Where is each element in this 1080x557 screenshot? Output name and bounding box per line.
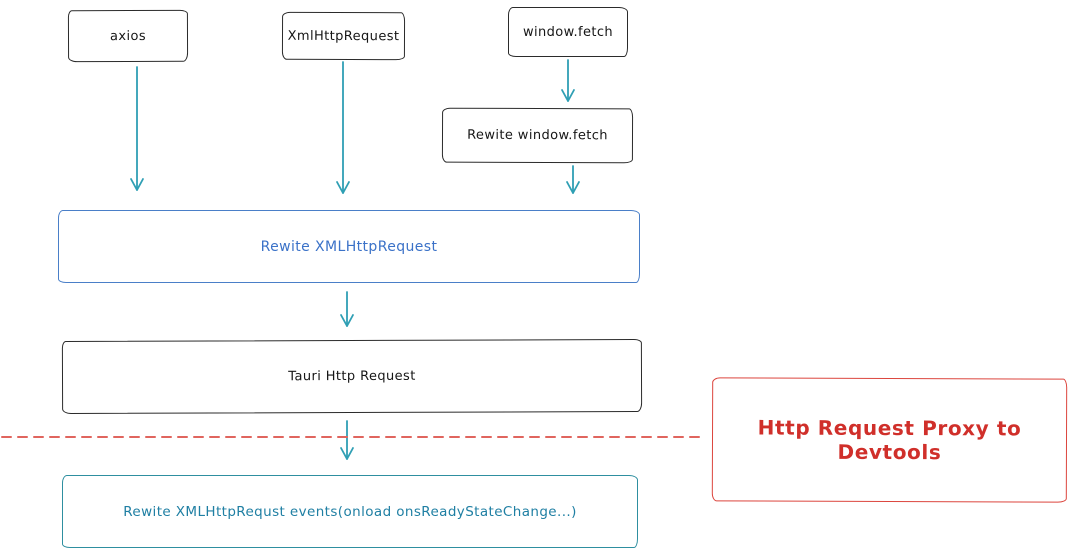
node-rewrite-window-fetch: Rewite window.fetch (441, 107, 634, 164)
node-axios: axios (67, 9, 189, 63)
node-rewrite-xmlhttprequest: Rewite XMLHttpRequest (58, 210, 640, 283)
node-tauri-http-request: Tauri Http Request (61, 338, 643, 415)
node-axios-label: axios (109, 28, 147, 44)
node-rewrite-xhr-events: Rewite XMLHttpRequst events(onload onsRe… (62, 475, 638, 548)
arrow-xmlhttprequest-to-rewrite-xhr (336, 61, 350, 194)
arrow-tauri-to-rewrite-xhr-events (340, 420, 354, 460)
arrow-windowfetch-to-rewrite-windowfetch (561, 59, 575, 102)
arrow-rewrite-xhr-to-tauri (340, 291, 354, 327)
node-http-request-proxy-to-devtools: Http Request Proxy to Devtools (711, 377, 1068, 503)
node-rewrite-xmlhttprequest-label: Rewite XMLHttpRequest (260, 238, 438, 255)
node-window-fetch: window.fetch (508, 7, 628, 57)
node-tauri-http-request-label: Tauri Http Request (288, 368, 416, 385)
node-rewrite-window-fetch-label: Rewite window.fetch (467, 127, 608, 144)
node-rewrite-xhr-events-label: Rewite XMLHttpRequst events(onload onsRe… (123, 503, 577, 520)
node-window-fetch-label: window.fetch (522, 24, 614, 40)
arrow-rewrite-windowfetch-to-rewrite-xhr (566, 165, 580, 194)
node-xmlhttprequest: XmlHttpRequest (281, 11, 406, 61)
node-http-request-proxy-to-devtools-label: Http Request Proxy to Devtools (757, 415, 1022, 465)
node-xmlhttprequest-label: XmlHttpRequest (287, 28, 400, 44)
arrow-axios-to-rewrite-xhr (130, 66, 144, 191)
